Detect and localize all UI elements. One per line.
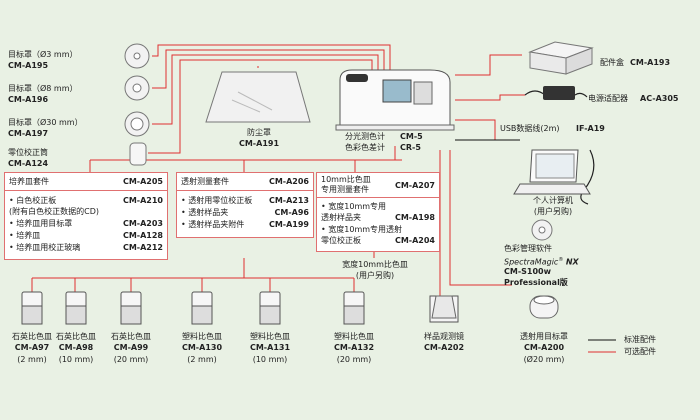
- legend-optional: 可选配件: [624, 347, 656, 356]
- cell-5-size: (10 mm): [252, 355, 288, 364]
- cell-6-name: 塑料比色皿: [334, 332, 374, 341]
- cell-kit-code: CM-A207: [394, 181, 435, 190]
- trans-kit-box: 透射测量套件 CM-A206 • 透射用零位校正板 CM-A213 • 透射样品…: [176, 172, 314, 238]
- target-disc-icons: [124, 43, 150, 166]
- petri-kit-title: 培养皿套件: [9, 177, 49, 186]
- target-2-code: CM-A196: [8, 95, 49, 104]
- cell-2-name: 石英比色皿: [56, 332, 96, 341]
- petri-kit-item-4-name: • 培养皿: [9, 231, 41, 240]
- instrument-line2-name: 色彩色差计: [345, 143, 385, 152]
- cell-5-code: CM-A131: [249, 343, 291, 352]
- usb-cable-code: IF-A19: [576, 124, 605, 133]
- cell-1-name: 石英比色皿: [12, 332, 52, 341]
- software-code2: Professional版: [504, 278, 568, 287]
- petri-kit-item-3-name: • 培养皿用目标罩: [9, 219, 73, 228]
- cell-kit-box: 10mm比色皿 专用测量套件 CM-A207 • 宽度10mm专用 透射样品夹 …: [316, 172, 440, 252]
- instrument-line2-code: CR-5: [400, 143, 421, 152]
- target-1-name: 目标罩（Ø3 mm）: [8, 50, 78, 59]
- cell-3-code: CM-A99: [113, 343, 149, 352]
- target-4-name: 零位校正筒: [8, 148, 48, 157]
- cell-2-code: CM-A98: [58, 343, 94, 352]
- target-3-code: CM-A197: [8, 129, 49, 138]
- target-2-name: 目标罩（Ø8 mm）: [8, 84, 78, 93]
- cell-kit-title2: 专用测量套件: [321, 185, 369, 194]
- cell-kit-item-1-name: • 宽度10mm专用: [321, 202, 387, 211]
- accessory-case-code: CM-A193: [630, 58, 671, 67]
- usb-cable-name: USB数据线(2m): [500, 124, 560, 133]
- petri-kit-item-5-code: CM-A212: [122, 243, 163, 252]
- sample-mirror-code: CM-A202: [423, 343, 465, 352]
- cell-4-name: 塑料比色皿: [182, 332, 222, 341]
- cell-kit-title1: 10mm比色皿: [321, 175, 371, 184]
- petri-kit-item-3-code: CM-A203: [122, 219, 163, 228]
- trans-target-name: 透射用目标罩: [520, 332, 568, 341]
- trans-kit-code: CM-A206: [268, 177, 309, 186]
- sample-mirror-name: 样品观测镜: [424, 332, 464, 341]
- trans-kit-item-1-code: CM-A213: [268, 196, 309, 205]
- trans-kit-title: 透射测量套件: [181, 177, 229, 186]
- petri-kit-code: CM-A205: [122, 177, 163, 186]
- trans-kit-item-1-name: • 透射用零位校正板: [181, 196, 253, 205]
- cell-2-size: (10 mm): [58, 355, 94, 364]
- target-3-name: 目标罩（Ø30 mm）: [8, 118, 83, 127]
- software-brand-suffix: NX: [565, 257, 579, 267]
- cell-3-name: 石英比色皿: [111, 332, 151, 341]
- cell-1-code: CM-A97: [14, 343, 50, 352]
- cell-kit-item-4-code: CM-A204: [394, 236, 435, 245]
- pc-name: 个人计算机: [533, 196, 573, 205]
- target-1-code: CM-A195: [8, 61, 49, 70]
- petri-kit-item-5-name: • 培养皿用校正玻璃: [9, 243, 81, 252]
- trans-kit-item-2-code: CM-A96: [274, 208, 309, 217]
- accessory-case-name: 配件盒: [600, 58, 624, 67]
- cell-note-line2: (用户另购): [355, 271, 395, 280]
- instrument-line1-name: 分光测色计: [345, 132, 385, 141]
- cell-kit-item-2-name: 透射样品夹: [321, 213, 361, 222]
- petri-kit-item-2-name: (附有白色校正数据的CD): [9, 207, 99, 216]
- software-code1: CM-S100w: [504, 267, 552, 276]
- trans-kit-item-2-name: • 透射样品夹: [181, 208, 229, 217]
- petri-kit-item-4-code: CM-A128: [122, 231, 163, 240]
- trans-target-code: CM-A200: [523, 343, 565, 352]
- trans-kit-item-3-code: CM-A199: [268, 220, 309, 229]
- cell-note-line1: 宽度10mm比色皿: [342, 260, 408, 269]
- instrument-drawing: [335, 69, 455, 131]
- software-name: 色彩管理软件: [504, 244, 552, 253]
- dust-cover-name: 防尘罩: [247, 128, 271, 137]
- cell-3-size: (20 mm): [113, 355, 149, 364]
- petri-kit-item-1-name: • 白色校正板: [9, 196, 57, 205]
- cell-6-code: CM-A132: [333, 343, 375, 352]
- ac-adapter-name: 电源适配器: [588, 94, 628, 103]
- instrument-line1-code: CM-5: [400, 132, 423, 141]
- cell-kit-item-2-code: CM-A198: [394, 213, 435, 222]
- pc-note: (用户另购): [533, 207, 573, 216]
- software-brand: SpectraMagic: [504, 257, 559, 267]
- cell-1-size: (2 mm): [17, 355, 47, 364]
- dust-cover-code: CM-A191: [238, 139, 280, 148]
- cell-5-name: 塑料比色皿: [250, 332, 290, 341]
- petri-kit-item-1-code: CM-A210: [122, 196, 163, 205]
- petri-kit-box: 培养皿套件 CM-A205 • 白色校正板 CM-A210 (附有白色校正数据的…: [4, 172, 168, 260]
- cell-4-code: CM-A130: [181, 343, 223, 352]
- target-4-code: CM-A124: [8, 159, 49, 168]
- cell-4-size: (2 mm): [187, 355, 217, 364]
- cell-kit-item-4-name: 零位校正板: [321, 236, 361, 245]
- cell-6-size: (20 mm): [336, 355, 372, 364]
- legend-standard: 标准配件: [624, 335, 656, 344]
- cell-kit-item-3-name: • 宽度10mm专用透射: [321, 225, 403, 234]
- trans-kit-item-3-name: • 透射样品夹附件: [181, 220, 245, 229]
- trans-target-size: (Ø20 mm): [523, 355, 565, 364]
- ac-adapter-code: AC-A305: [640, 94, 679, 103]
